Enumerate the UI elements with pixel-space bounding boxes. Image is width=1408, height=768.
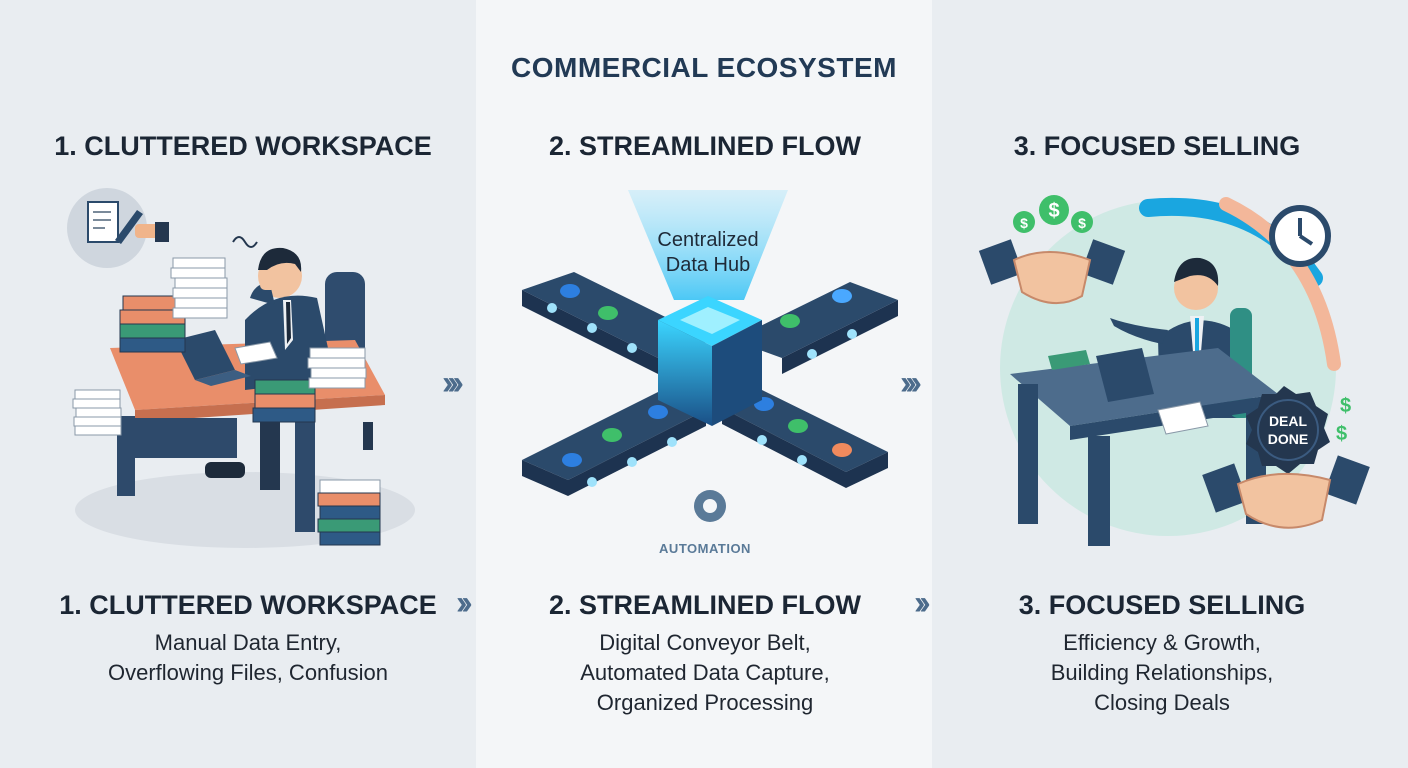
handshake-icon [978, 239, 1126, 305]
deal-done-badge: DEAL DONE [1246, 386, 1330, 474]
cluttered-workspace-illustration [67, 188, 415, 548]
data-token [598, 306, 618, 320]
data-token [832, 289, 852, 303]
data-hub-cube [658, 296, 762, 426]
data-token [832, 443, 852, 457]
arrow-chevrons-3: ›› [456, 584, 472, 622]
data-token [648, 405, 668, 419]
heading-cluttered-workspace: 1. CLUTTERED WORKSPACE [54, 131, 432, 161]
data-token [788, 419, 808, 433]
data-token [560, 284, 580, 298]
description-focused-selling: Efficiency & Growth, Building Relationsh… [1050, 630, 1274, 715]
paper-stack-floor [72, 389, 122, 436]
conveyor-hub-illustration [522, 190, 898, 522]
hub-light-beam [628, 190, 788, 300]
data-token [602, 428, 622, 442]
label-streamlined-flow: 2. STREAMLINED FLOW [549, 590, 861, 620]
dollar-icon: $ [1336, 423, 1347, 445]
automation-label: AUTOMATION [659, 541, 751, 556]
hub-label: Centralized Data Hub [657, 229, 759, 276]
focused-selling-illustration: $ $ $ DEAL DONE $ $ [978, 195, 1370, 546]
heading-streamlined-flow: 2. STREAMLINED FLOW [549, 131, 861, 161]
svg-text:$: $ [1078, 215, 1086, 231]
page-title: COMMERCIAL ECOSYSTEM [511, 52, 897, 83]
conveyor-belt-upper-right [732, 282, 898, 374]
data-token [562, 453, 582, 467]
file-binders-stack [119, 295, 186, 353]
clock-icon [1269, 205, 1331, 267]
file-binders-floor [317, 479, 381, 546]
arrow-chevrons-2: ››› [900, 364, 922, 402]
file-binders-stack-2 [252, 379, 316, 423]
description-streamlined-flow: Digital Conveyor Belt, Automated Data Ca… [580, 630, 830, 715]
arrow-chevrons-1: ››› [442, 364, 464, 402]
gear-icon [694, 490, 726, 522]
paper-stack-2 [307, 347, 367, 389]
label-cluttered-workspace: 1. CLUTTERED WORKSPACE [59, 590, 437, 620]
label-focused-selling: 3. FOCUSED SELLING [1018, 590, 1306, 620]
description-cluttered-workspace: Manual Data Entry, Overflowing Files, Co… [107, 630, 388, 685]
heading-focused-selling: 3. FOCUSED SELLING [1013, 131, 1301, 161]
dollar-icon: $ [1340, 395, 1351, 417]
paper-stack-1 [170, 257, 228, 319]
data-token [780, 314, 800, 328]
badge-line-2: DONE [1268, 431, 1308, 447]
handshake-icon-lower [1202, 455, 1370, 529]
arrow-chevrons-4: ›› [914, 584, 930, 622]
svg-text:$: $ [1048, 200, 1059, 222]
svg-text:$: $ [1020, 215, 1028, 231]
dollar-coins-icon: $ $ $ [1013, 195, 1093, 233]
badge-line-1: DEAL [1269, 413, 1308, 429]
